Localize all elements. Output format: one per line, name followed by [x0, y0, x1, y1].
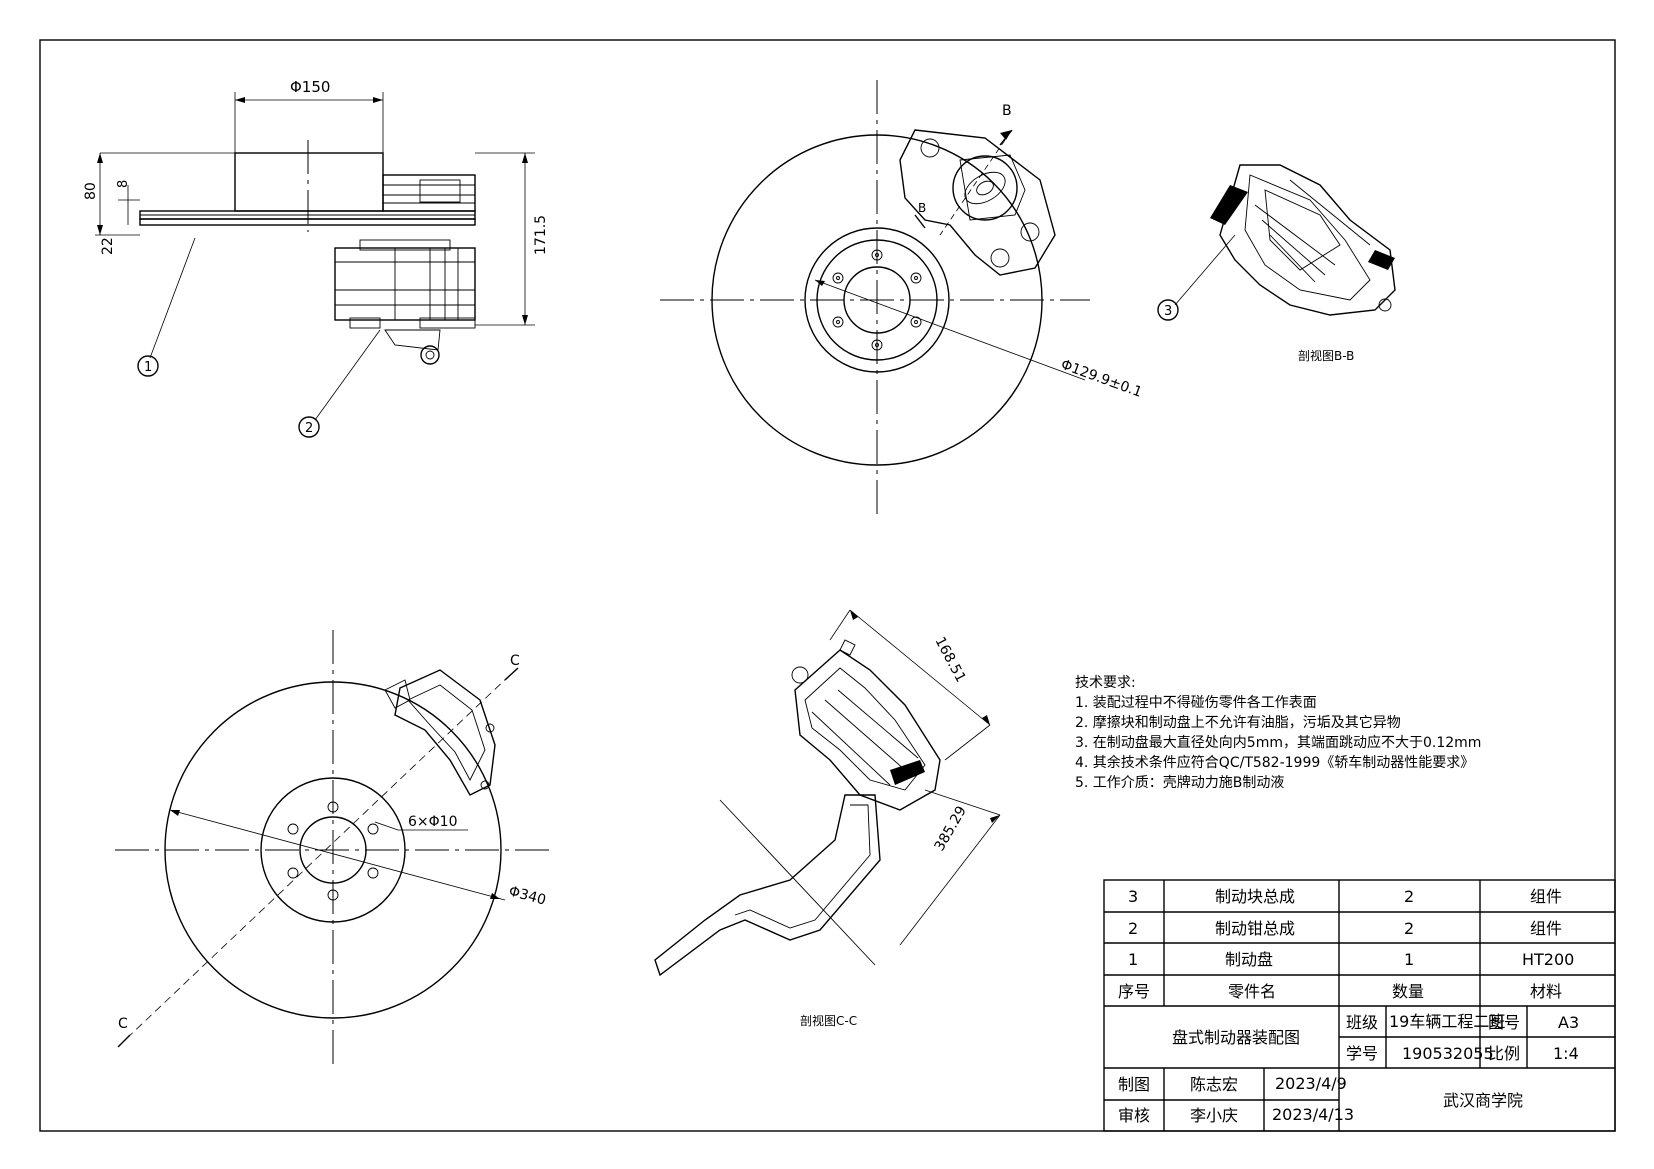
section-arrow-c-bottom: C [118, 1016, 128, 1032]
checked-date: 2023/4/13 [1272, 1105, 1354, 1124]
section-arrow-b-top: B [1002, 103, 1012, 119]
dim-phi129: Φ129.9±0.1 [1059, 357, 1144, 401]
tech-req-item-2: 2. 摩擦块和制动盘上不允许有油脂，污垢及其它异物 [1075, 714, 1401, 731]
checked-label: 审核 [1118, 1106, 1150, 1125]
section-bb-view: 3 剖视图B-B [1157, 164, 1396, 363]
header-material: 材料 [1530, 982, 1562, 1001]
dim-80: 80 [83, 182, 99, 200]
part-2-no: 2 [1128, 919, 1138, 938]
header-no: 序号 [1118, 982, 1150, 1001]
student-no-value: 190532055 [1402, 1044, 1494, 1063]
drawing-name: 盘式制动器装配图 [1172, 1028, 1300, 1047]
tech-req-heading: 技术要求: [1075, 675, 1136, 691]
tech-req-item-4: 4. 其余技术条件应符合QC/T582-1999《轿车制动器性能要求》 [1075, 754, 1474, 771]
part-3-no: 3 [1128, 887, 1138, 906]
tech-req-item-5: 5. 工作介质：壳牌动力施B制动液 [1075, 774, 1284, 791]
dim-171-5: 171.5 [533, 215, 549, 255]
scale-value: 1:4 [1553, 1044, 1579, 1063]
section-arrow-b-bottom: B [918, 201, 926, 215]
tech-req-item-1: 1. 装配过程中不得碰伤零件各工作表面 [1075, 694, 1317, 711]
dim-385: 385.29 [932, 804, 970, 854]
balloon-1-label: 1 [144, 360, 152, 375]
balloon-2-label: 2 [305, 421, 313, 436]
class-label: 班级 [1346, 1013, 1378, 1032]
balloon-3-label: 3 [1164, 304, 1172, 319]
drawn-label: 制图 [1118, 1075, 1150, 1094]
header-qty: 数量 [1392, 982, 1424, 1001]
side-view: Φ150 80 8 22 171.5 1 2 [83, 78, 549, 438]
part-2-material: 组件 [1530, 919, 1562, 938]
disc-bolt-holes [287, 801, 379, 901]
tech-req-item-3: 3. 在制动盘最大直径处向内5mm，其端面跳动应不大于0.12mm [1075, 734, 1481, 751]
front-view: B B Φ129.9±0.1 [660, 80, 1144, 520]
drawing-no-value: A3 [1558, 1013, 1579, 1032]
section-arrow-c-top: C [510, 653, 520, 669]
title-block: 3 制动块总成 2 组件 2 制动钳总成 2 组件 1 制动盘 1 HT200 … [1103, 879, 1616, 1132]
part-3-name: 制动块总成 [1215, 887, 1295, 906]
dim-168: 168.51 [931, 634, 968, 685]
dim-holes: 6×Φ10 [408, 814, 457, 830]
school-name: 武汉商学院 [1443, 1091, 1523, 1110]
class-value: 19车辆工程二班 [1389, 1012, 1505, 1031]
front-bolt-holes [832, 249, 922, 351]
section-cc-label: 剖视图C-C [800, 1013, 857, 1028]
part-1-qty: 1 [1404, 950, 1414, 969]
drawn-date: 2023/4/9 [1275, 1074, 1347, 1093]
header-name: 零件名 [1228, 982, 1276, 1001]
part-3-material: 组件 [1530, 887, 1562, 906]
part-1-no: 1 [1128, 950, 1138, 969]
drawing-frame [39, 39, 1616, 1132]
balloon-3 [1157, 299, 1179, 321]
drawn-by: 陈志宏 [1190, 1075, 1238, 1094]
section-bb-label: 剖视图B-B [1298, 348, 1354, 363]
section-cc-view: 168.51 385.29 剖视图C-C [654, 609, 1001, 1028]
part-1-material: HT200 [1522, 950, 1574, 969]
student-no-label: 学号 [1346, 1044, 1378, 1063]
drawing-no-label: 图号 [1488, 1013, 1520, 1032]
balloon-2 [298, 416, 320, 438]
part-3-qty: 2 [1404, 887, 1414, 906]
dim-phi150: Φ150 [290, 78, 330, 96]
balloon-1 [137, 355, 159, 377]
dim-8: 8 [116, 180, 131, 188]
technical-requirements: 技术要求: 1. 装配过程中不得碰伤零件各工作表面 2. 摩擦块和制动盘上不允许… [1075, 675, 1481, 791]
disc-view: C C 6×Φ10 Φ340 [115, 630, 550, 1070]
part-2-qty: 2 [1404, 919, 1414, 938]
dim-22: 22 [100, 237, 116, 255]
part-2-name: 制动钳总成 [1215, 919, 1295, 938]
checked-by: 李小庆 [1190, 1106, 1238, 1125]
dim-phi340: Φ340 [507, 883, 548, 908]
scale-label: 比例 [1488, 1044, 1520, 1063]
part-1-name: 制动盘 [1225, 950, 1273, 969]
